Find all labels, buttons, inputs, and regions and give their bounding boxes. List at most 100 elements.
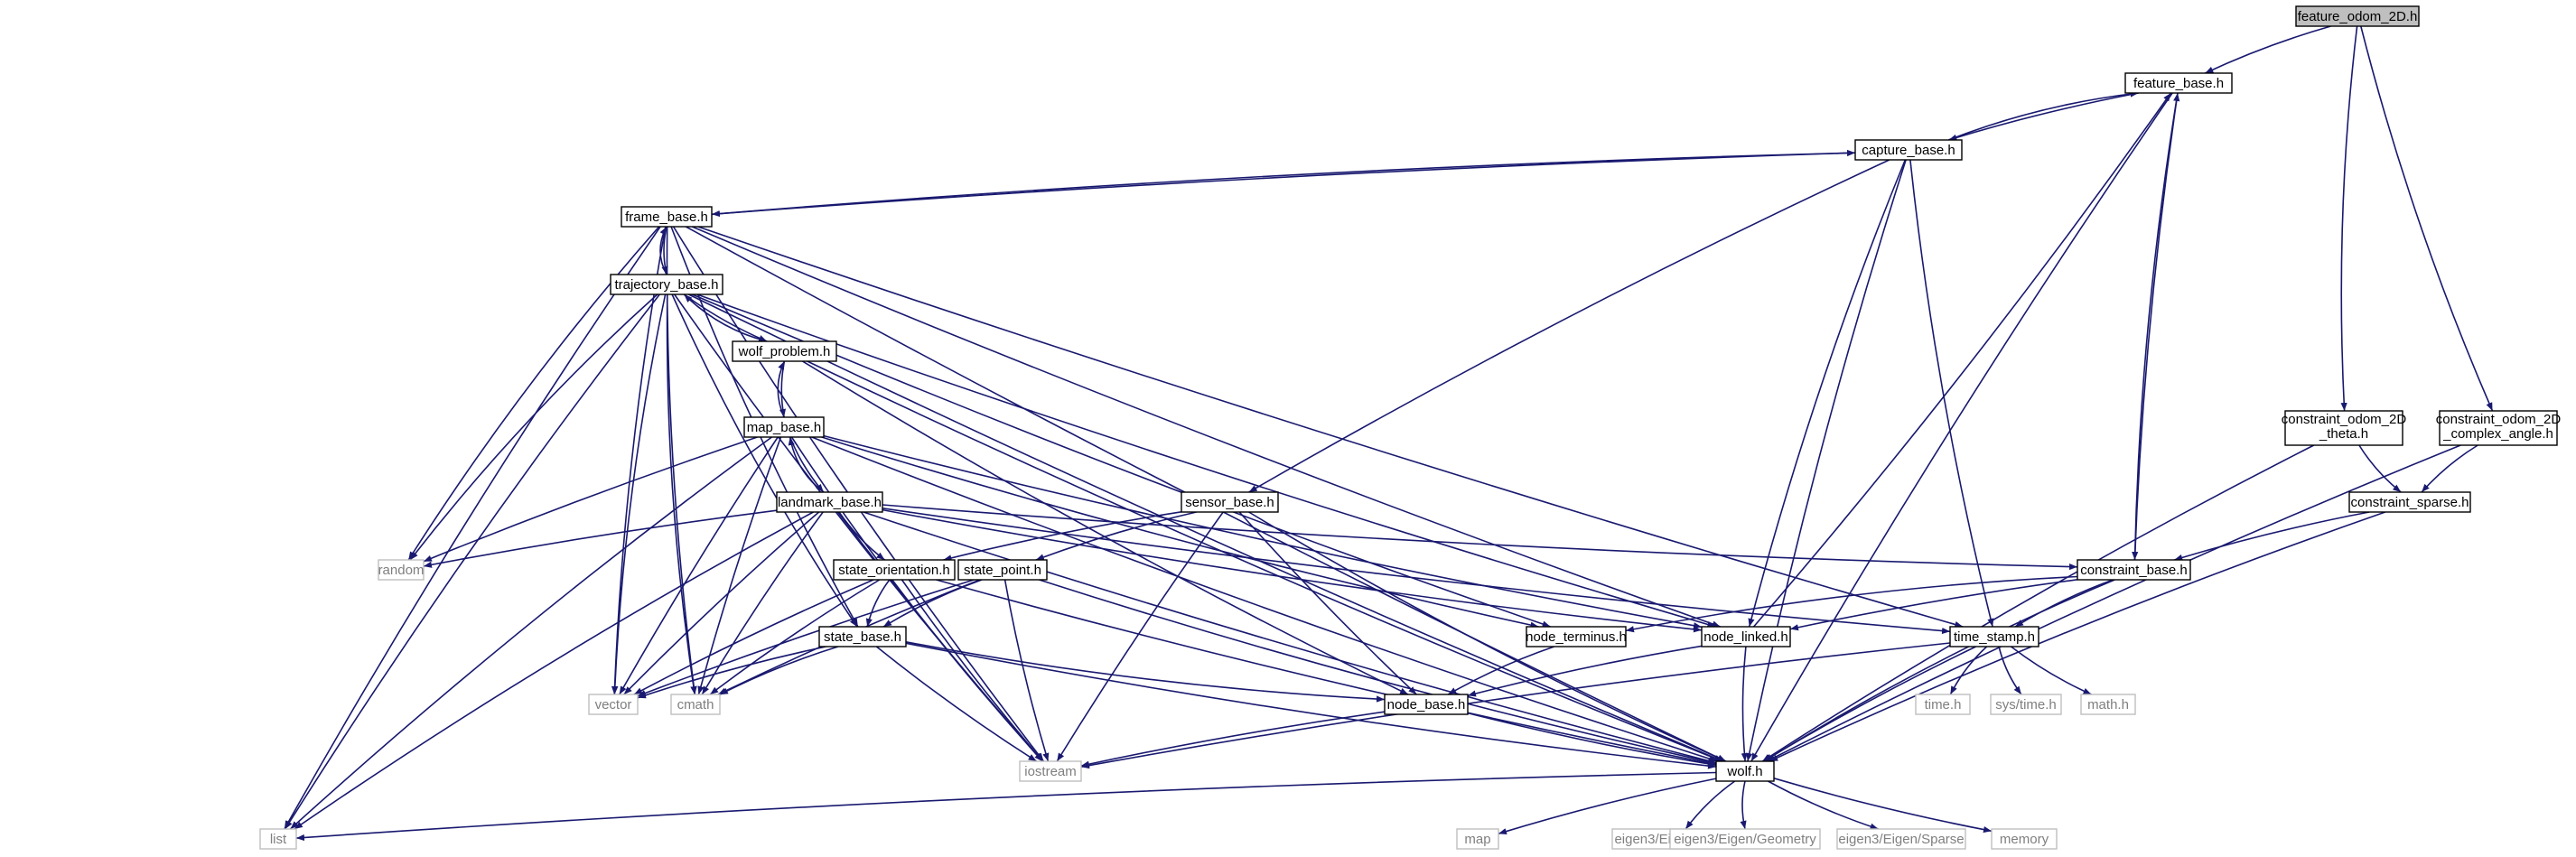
edge-trajectory_base-to-frame_base bbox=[659, 226, 667, 275]
node-sensor-base[interactable]: sensor_base.h bbox=[1181, 491, 1279, 513]
edge-feature_base-to-constraint_base bbox=[2132, 92, 2179, 561]
node-label: constraint_base.h bbox=[2080, 563, 2187, 578]
edge-feature_odom_2D-to-feature_base bbox=[2205, 25, 2331, 74]
edge-map_base-to-node_terminus bbox=[821, 436, 1539, 629]
node-map-base[interactable]: map_base.h bbox=[743, 416, 825, 438]
node-box bbox=[1669, 828, 1821, 850]
node-label: constraint_odom_2D bbox=[2436, 412, 2562, 427]
edge-state_base-to-cmath bbox=[719, 646, 839, 695]
node-node-base[interactable]: node_base.h bbox=[1384, 694, 1469, 715]
edge-landmark_base-to-time_stamp bbox=[882, 508, 1951, 635]
node-label: sensor_base.h bbox=[1185, 495, 1274, 510]
edge-node_terminus-to-node_base bbox=[1447, 646, 1554, 695]
node-label: memory bbox=[2000, 832, 2049, 847]
edge-state_orientation-to-vector bbox=[633, 579, 874, 695]
edge-trajectory_base-to-random bbox=[409, 293, 658, 561]
edge-capture_base-to-node_linked bbox=[1748, 159, 1907, 628]
node-constraint-base[interactable]: constraint_base.h bbox=[2077, 559, 2191, 581]
edge-state_base-to-node_base bbox=[905, 641, 1386, 703]
edge-state_orientation-to-iostream bbox=[901, 579, 1044, 762]
edge-feature_base-to-capture_base bbox=[1948, 92, 2139, 141]
node-sys-time: sys/time.h bbox=[1990, 694, 2062, 715]
node-wolf-problem[interactable]: wolf_problem.h bbox=[732, 340, 837, 362]
node-label: feature_odom_2D.h bbox=[2298, 9, 2418, 24]
edge-trajectory_base-to-state_base bbox=[671, 293, 858, 628]
edge-state_point-to-iostream bbox=[1003, 579, 1050, 762]
edge-state_point-to-vector bbox=[637, 579, 975, 697]
node-wolf[interactable]: wolf.h bbox=[1715, 760, 1775, 782]
node-feature-odom-2D[interactable]: feature_odom_2D.h bbox=[2295, 5, 2420, 27]
edge-map_base-to-cmath bbox=[697, 436, 782, 695]
node-label: _theta.h bbox=[2319, 426, 2368, 442]
node-time-stamp[interactable]: time_stamp.h bbox=[1949, 626, 2039, 647]
node-node-linked[interactable]: node_linked.h bbox=[1701, 626, 1791, 647]
node-box bbox=[1019, 760, 1082, 782]
edge-wolf_problem-to-map_base bbox=[779, 360, 786, 418]
edge-map_base-to-landmark_base bbox=[789, 436, 825, 493]
node-box bbox=[2284, 410, 2403, 446]
node-box bbox=[833, 559, 956, 581]
node-label: frame_base.h bbox=[625, 210, 708, 225]
node-box bbox=[2348, 491, 2471, 513]
edge-frame_base-to-list bbox=[284, 226, 661, 830]
node-memory: memory bbox=[1991, 828, 2058, 850]
node-box bbox=[1715, 760, 1775, 782]
node-cmath: cmath bbox=[670, 694, 721, 715]
node-list: list bbox=[259, 828, 297, 850]
node-label: node_linked.h bbox=[1703, 629, 1787, 645]
edge-capture_base-to-feature_base bbox=[1948, 90, 2139, 141]
edge-map_base-to-wolf_problem bbox=[777, 360, 786, 418]
node-box bbox=[2295, 5, 2420, 27]
node-landmark-base[interactable]: landmark_base.h bbox=[776, 491, 883, 513]
edge-time_stamp-to-iostream bbox=[1080, 642, 1951, 769]
node-label: time.h bbox=[1925, 697, 1962, 713]
edge-feature_base-to-wolf bbox=[1750, 92, 2173, 762]
node-box bbox=[1990, 694, 2062, 715]
edge-constraint_odom_2D_theta-to-wolf bbox=[1761, 444, 2315, 762]
node-box bbox=[1456, 828, 1499, 850]
edge-frame_base-to-random bbox=[407, 226, 660, 561]
node-label: wolf_problem.h bbox=[738, 344, 831, 359]
node-label: map_base.h bbox=[747, 420, 822, 435]
node-constraint-odom-2D-complex[interactable]: constraint_odom_2D_complex_angle.h bbox=[2436, 410, 2562, 446]
edge-state_base-to-vector bbox=[637, 646, 826, 699]
edge-time_stamp-to-time_h bbox=[1949, 646, 1988, 695]
edge-map_base-to-wolf bbox=[811, 436, 1718, 762]
node-state-point[interactable]: state_point.h bbox=[957, 559, 1048, 581]
node-label: trajectory_base.h bbox=[614, 277, 718, 293]
edge-wolf-to-eigen_dense bbox=[1685, 780, 1736, 830]
node-label: time_stamp.h bbox=[1954, 629, 2035, 645]
node-capture-base[interactable]: capture_base.h bbox=[1854, 139, 1963, 161]
edge-node_base-to-wolf bbox=[1467, 712, 1717, 768]
node-label: cmath bbox=[677, 697, 714, 713]
edge-trajectory_base-to-wolf_problem bbox=[683, 293, 768, 342]
edge-node_base-to-iostream bbox=[1080, 711, 1386, 768]
node-constraint-odom-2D-theta[interactable]: constraint_odom_2D_theta.h bbox=[2282, 410, 2407, 446]
edge-state_orientation-to-cmath bbox=[709, 579, 881, 695]
node-box bbox=[1915, 694, 1971, 715]
edge-constraint_base-to-feature_base bbox=[2133, 92, 2180, 561]
edge-capture_base-to-wolf bbox=[1746, 159, 1907, 762]
node-box bbox=[259, 828, 297, 850]
node-feature-base[interactable]: feature_base.h bbox=[2124, 72, 2233, 94]
node-box bbox=[1526, 626, 1627, 647]
edge-node_linked-to-feature_base bbox=[1752, 92, 2172, 628]
node-label: landmark_base.h bbox=[778, 495, 882, 510]
edge-wolf-to-map bbox=[1498, 778, 1717, 835]
node-frame-base[interactable]: frame_base.h bbox=[621, 206, 713, 228]
edge-map_base-to-node_linked bbox=[823, 434, 1703, 629]
node-constraint-sparse[interactable]: constraint_sparse.h bbox=[2348, 491, 2471, 513]
node-state-base[interactable]: state_base.h bbox=[818, 626, 907, 647]
node-box bbox=[776, 491, 883, 513]
node-trajectory-base[interactable]: trajectory_base.h bbox=[610, 274, 723, 295]
node-node-terminus[interactable]: node_terminus.h bbox=[1526, 626, 1627, 647]
node-box bbox=[621, 206, 713, 228]
node-box bbox=[2080, 694, 2136, 715]
node-box bbox=[2124, 72, 2233, 94]
edge-map_base-to-random bbox=[423, 436, 758, 563]
node-state-orientation[interactable]: state_orientation.h bbox=[833, 559, 956, 581]
node-label: node_base.h bbox=[1387, 697, 1466, 713]
edge-sensor_base-to-iostream bbox=[1056, 511, 1224, 762]
edge-map_base-to-list bbox=[289, 436, 772, 830]
node-box bbox=[1836, 828, 1966, 850]
